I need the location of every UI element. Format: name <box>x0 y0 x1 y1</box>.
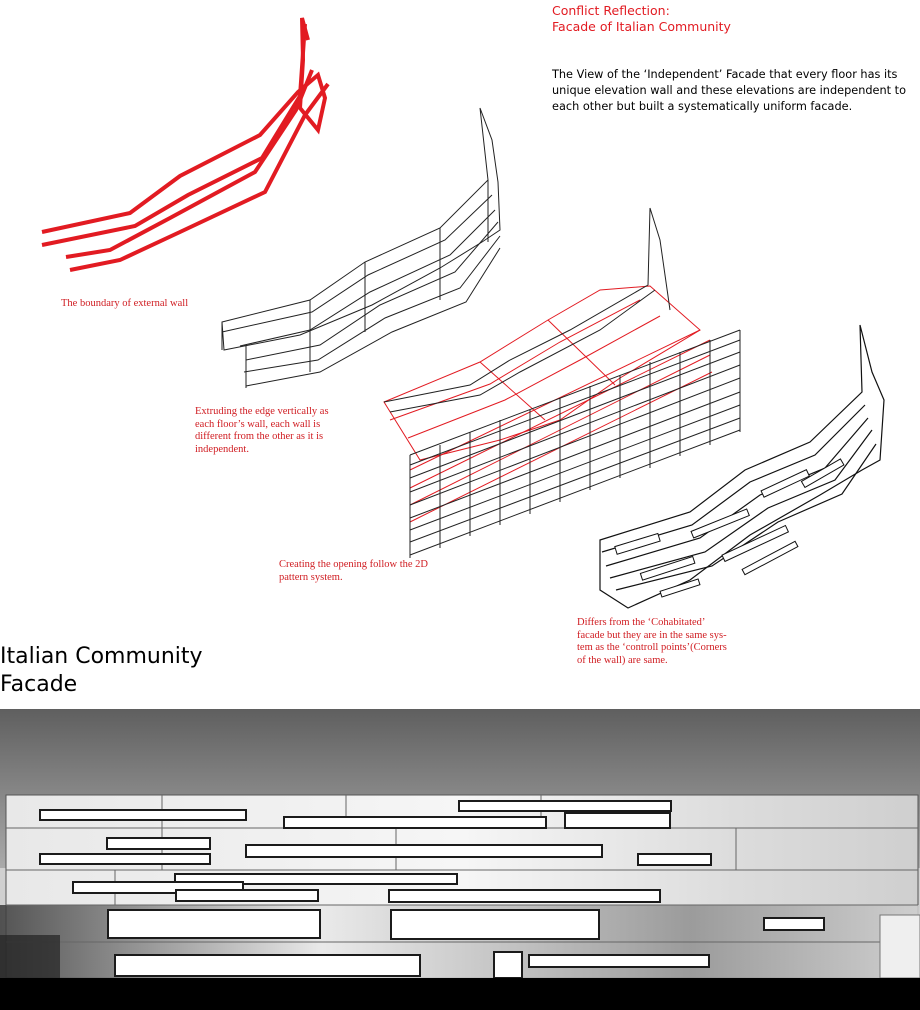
section-title: Italian Community Facade <box>0 643 203 699</box>
diagram-title: Conflict Reflection: Facade of Italian C… <box>552 3 731 35</box>
note-boundary-text: The boundary of external wall <box>61 298 189 309</box>
description-line-3: each other but built a systematically un… <box>552 100 853 113</box>
note-differs: Differs from the ‘Cohabitated’ facade bu… <box>577 617 727 667</box>
section-title-line-2: Facade <box>0 672 78 697</box>
note-extrude: Extruding the edge vertically as each fl… <box>195 406 329 456</box>
note-differs-line-2: facade but they are in the same sys- <box>577 629 727 641</box>
note-extrude-line-1: Extruding the edge vertically as <box>195 406 329 417</box>
description-text: The View of the ‘Independent’ Facade tha… <box>552 67 907 115</box>
note-differs-line-4: of the wall) are same. <box>577 654 668 666</box>
note-extrude-line-4: independent. <box>195 443 249 455</box>
note-extrude-line-3: different from the other as it is <box>195 431 324 442</box>
section-title-line-1: Italian Community <box>0 644 203 669</box>
note-opening: Creating the opening follow the 2D patte… <box>279 559 428 584</box>
note-opening-line-1: Creating the opening follow the 2D <box>279 559 429 570</box>
note-differs-line-1: Differs from the ‘Cohabitated’ <box>577 617 706 628</box>
note-boundary: The boundary of external wall <box>61 298 188 311</box>
note-opening-line-2: pattern system. <box>279 571 343 583</box>
title-line-1: Conflict Reflection: <box>552 3 670 18</box>
note-extrude-line-2: each floor’s wall, each wall is <box>195 418 321 430</box>
description-line-1: The View of the ‘Independent’ Facade tha… <box>552 68 898 81</box>
note-differs-line-3: tem as the ‘controll points’(Corners <box>577 642 727 653</box>
title-line-2: Facade of Italian Community <box>552 19 731 34</box>
description-line-2: unique elevation wall and these elevatio… <box>552 84 907 97</box>
